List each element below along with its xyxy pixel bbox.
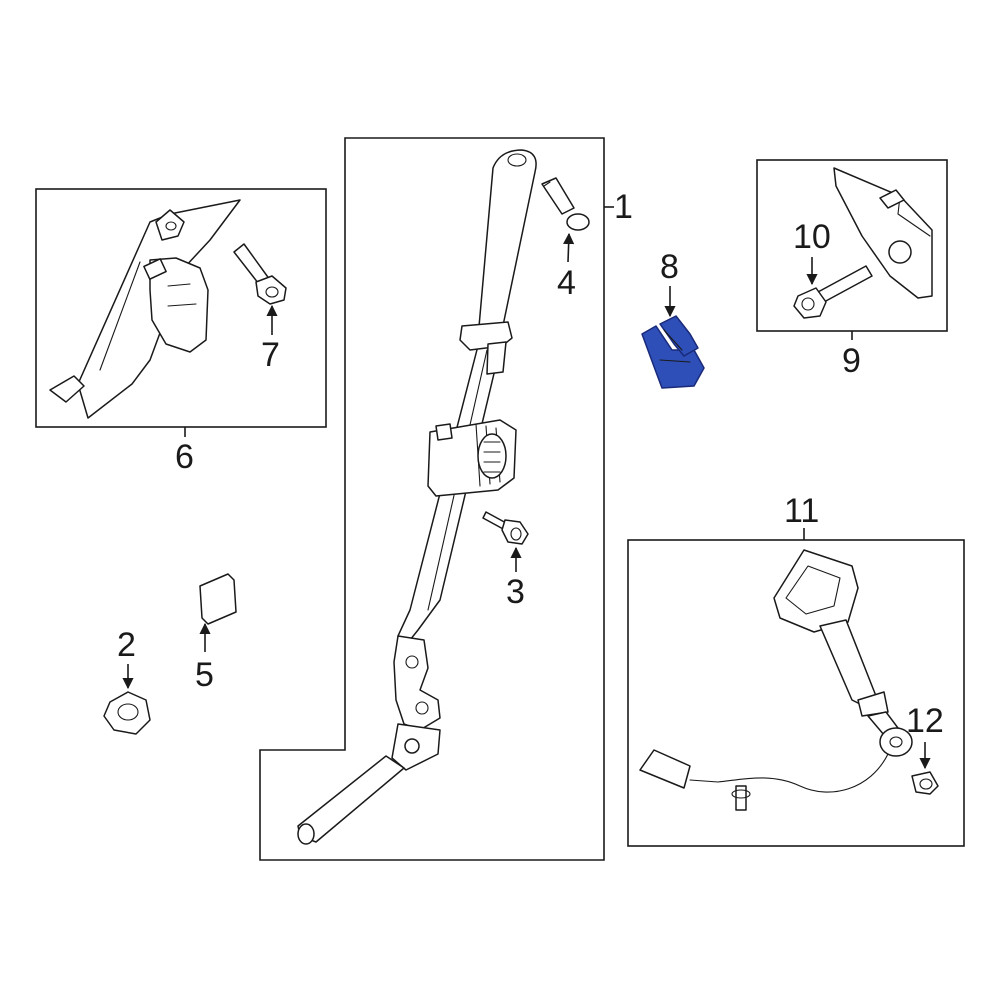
callout-12: 12 <box>906 702 944 740</box>
nut-part[interactable] <box>103 691 151 735</box>
trim-bolt-part[interactable] <box>233 243 287 305</box>
leaders <box>122 206 931 770</box>
callout-1: 1 <box>614 188 633 226</box>
callout-6: 6 <box>175 438 194 476</box>
bracket-group <box>756 159 948 332</box>
buckle-group <box>627 539 965 847</box>
callout-2: 2 <box>117 626 136 664</box>
callout-labels: 1 2 3 4 5 6 7 8 9 10 11 12 <box>117 188 944 740</box>
retractor-unit[interactable] <box>427 419 517 497</box>
buckle-bolt-part[interactable] <box>911 771 939 795</box>
trim-cover-frame <box>35 188 327 428</box>
trim-cover-part[interactable] <box>49 199 241 419</box>
buckle-part[interactable] <box>639 549 913 811</box>
belt-assembly-group <box>259 137 605 861</box>
callout-4: 4 <box>557 264 576 302</box>
buckle-frame <box>627 539 965 847</box>
callout-8: 8 <box>660 248 679 286</box>
belt-assembly-frame <box>259 137 605 861</box>
highlighted-clip-part[interactable] <box>641 315 705 389</box>
callout-10: 10 <box>793 218 831 256</box>
callout-3: 3 <box>506 573 525 611</box>
callout-11: 11 <box>784 492 819 530</box>
trim-cover-group <box>35 188 327 428</box>
bracket-bolt-part[interactable] <box>793 265 873 319</box>
retractor-bolt-part[interactable] <box>482 511 529 545</box>
guide-pin-part[interactable] <box>541 177 590 231</box>
callout-7: 7 <box>261 336 280 374</box>
cover-cap-part[interactable] <box>199 573 237 625</box>
callout-9: 9 <box>842 342 861 380</box>
anchor-bracket-part[interactable] <box>833 167 933 299</box>
lower-anchor[interactable] <box>297 635 441 845</box>
callout-5: 5 <box>195 656 214 694</box>
